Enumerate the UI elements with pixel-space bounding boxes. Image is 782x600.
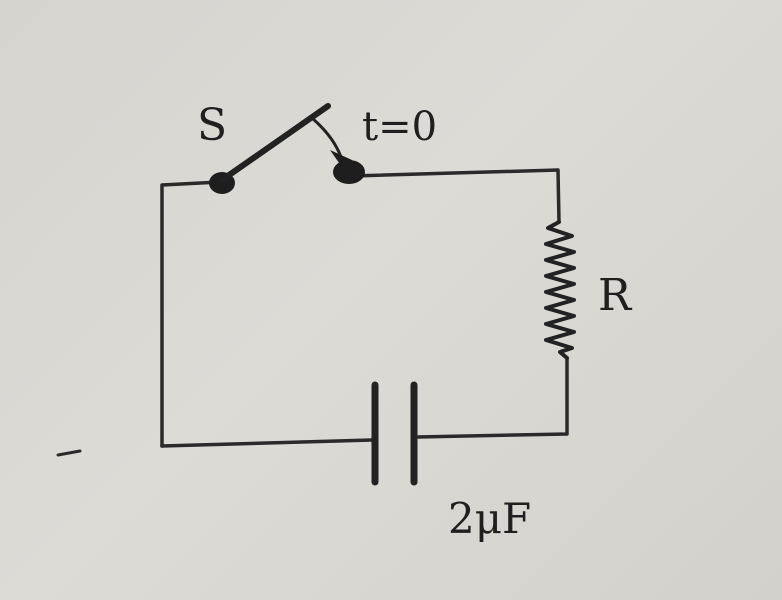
time-label: t=0 bbox=[362, 104, 437, 150]
switch-label: S bbox=[197, 100, 227, 151]
left-wire bbox=[160, 180, 222, 448]
top-right-wire bbox=[350, 168, 561, 224]
bottom-wire-right bbox=[415, 356, 569, 439]
switch-blade bbox=[219, 103, 331, 183]
capacitor-label: 2μF bbox=[448, 494, 531, 543]
arrow-head-icon bbox=[330, 150, 352, 170]
bottom-wire-left bbox=[160, 438, 374, 448]
resistor-zigzag bbox=[544, 220, 576, 360]
stray-mark bbox=[56, 449, 82, 457]
switch-right-terminal bbox=[333, 160, 365, 184]
resistor-label: R bbox=[598, 270, 633, 321]
